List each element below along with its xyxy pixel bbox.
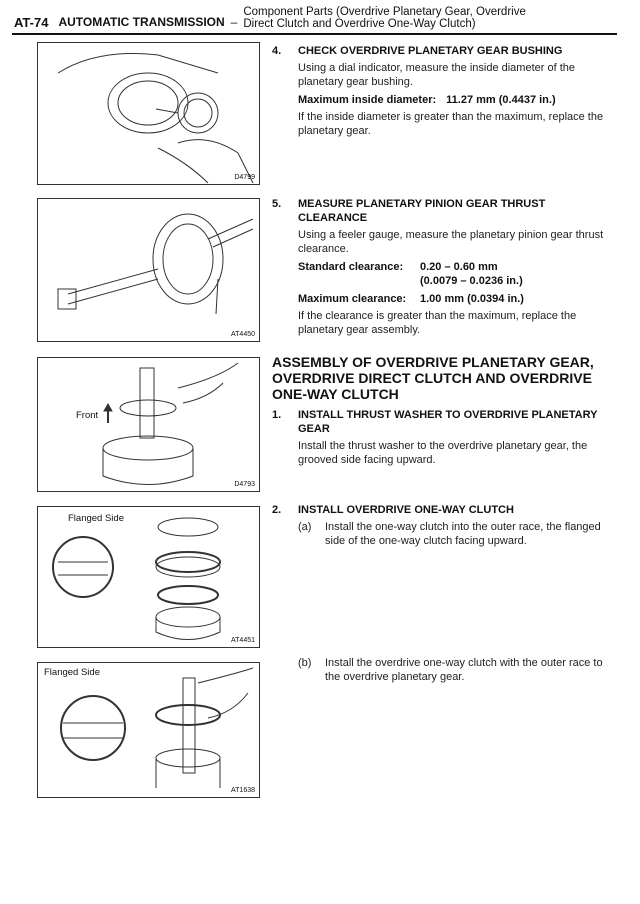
- max-clearance-label: Maximum clearance:: [298, 293, 407, 305]
- substep-b: (b) Install the overdrive one-way clutch…: [298, 656, 608, 684]
- subtitle-line: Direct Clutch and Overdrive One-Way Clut…: [243, 18, 476, 30]
- step-number: 2.: [272, 504, 282, 516]
- step-text: Using a dial indicator, measure the insi…: [298, 62, 575, 88]
- one-way-clutch-illustration: [52, 517, 221, 640]
- step-title: MEASURE PLANETARY PINION GEAR THRUST CLE…: [298, 198, 546, 224]
- figure-id: D4793: [234, 481, 255, 488]
- step-title: CHECK OVERDRIVE PLANETARY GEAR BUSHING: [298, 45, 563, 57]
- section-title: AUTOMATIC TRANSMISSION: [58, 15, 225, 29]
- substep-text: Install the one-way clutch into the oute…: [325, 521, 601, 547]
- figure-dial-indicator: D4799: [37, 42, 260, 185]
- step-number: 4.: [272, 45, 282, 57]
- figure-one-way-clutch: Flanged Side AT4451: [37, 506, 260, 648]
- std-clearance-row: Standard clearance: 0.20 – 0.60 mm (0.007…: [298, 260, 612, 288]
- figure-thrust-washer: Front D4793: [37, 357, 260, 492]
- step-note: If the inside diameter is greater than t…: [298, 111, 604, 137]
- thrust-washer-illustration: [102, 362, 239, 485]
- figure-label-flanged-side: Flanged Side: [68, 513, 124, 524]
- step-text: Using a feeler gauge, measure the planet…: [298, 229, 604, 255]
- max-clearance-value: 1.00 mm (0.0394 in.): [420, 293, 524, 305]
- assembly-section: ASSEMBLY OF OVERDRIVE PLANETARY GEAR, OV…: [272, 354, 612, 467]
- figure-feeler-gauge: AT4450: [37, 198, 260, 342]
- std-clearance-label: Standard clearance:: [298, 261, 404, 273]
- figure-label-flanged-side: Flanged Side: [44, 667, 100, 678]
- step-title: INSTALL OVERDRIVE ONE-WAY CLUTCH: [298, 504, 514, 516]
- step-5-section: 5. MEASURE PLANETARY PINION GEAR THRUST …: [272, 197, 612, 337]
- step-4-section: 4. CHECK OVERDRIVE PLANETARY GEAR BUSHIN…: [272, 44, 612, 138]
- step-2-section: 2. INSTALL OVERDRIVE ONE-WAY CLUTCH (a) …: [272, 503, 612, 548]
- substep-label: (b): [298, 657, 312, 669]
- step-note: If the clearance is greater than the max…: [298, 310, 577, 336]
- spec-row: Maximum inside diameter: 11.27 mm (0.443…: [298, 93, 612, 107]
- section-subtitle: Component Parts (Overdrive Planetary Gea…: [243, 6, 526, 30]
- step-number: 1.: [272, 409, 282, 421]
- feeler-gauge-illustration: [57, 213, 254, 315]
- step-text: Install the thrust washer to the overdri…: [298, 440, 588, 466]
- step-number: 5.: [272, 198, 282, 210]
- max-clearance-row: Maximum clearance: 1.00 mm (0.0394 in.): [298, 292, 612, 306]
- std-clearance-value-in: (0.0079 – 0.0236 in.): [420, 275, 523, 287]
- dial-indicator-illustration: [57, 53, 254, 184]
- figure-clutch-install: Flanged Side AT1638: [37, 662, 260, 798]
- figure-label-front: Front: [76, 410, 99, 421]
- step-title: INSTALL THRUST WASHER TO OVERDRIVE PLANE…: [298, 409, 598, 435]
- substep-label: (a): [298, 521, 312, 533]
- std-clearance-value: 0.20 – 0.60 mm: [420, 261, 498, 273]
- figure-id: AT1638: [231, 787, 255, 794]
- figure-id: D4799: [234, 174, 255, 181]
- page-number: AT-74: [14, 15, 49, 30]
- spec-label: Maximum inside diameter:: [298, 94, 437, 106]
- figure-id: AT4450: [231, 331, 255, 338]
- spec-value: 11.27 mm (0.4437 in.): [446, 94, 556, 106]
- figure-id: AT4451: [231, 637, 255, 644]
- header-rule: [12, 33, 617, 35]
- clutch-install-illustration: [60, 667, 254, 788]
- substep-text: Install the overdrive one-way clutch wit…: [325, 657, 603, 683]
- substep-a: (a) Install the one-way clutch into the …: [298, 520, 612, 548]
- assembly-heading: ASSEMBLY OF OVERDRIVE PLANETARY GEAR, OV…: [272, 354, 594, 402]
- page-header: AT-74 AUTOMATIC TRANSMISSION – Component…: [14, 6, 617, 30]
- header-dash: –: [230, 15, 238, 29]
- subtitle-line: Component Parts (Overdrive Planetary Gea…: [243, 6, 526, 18]
